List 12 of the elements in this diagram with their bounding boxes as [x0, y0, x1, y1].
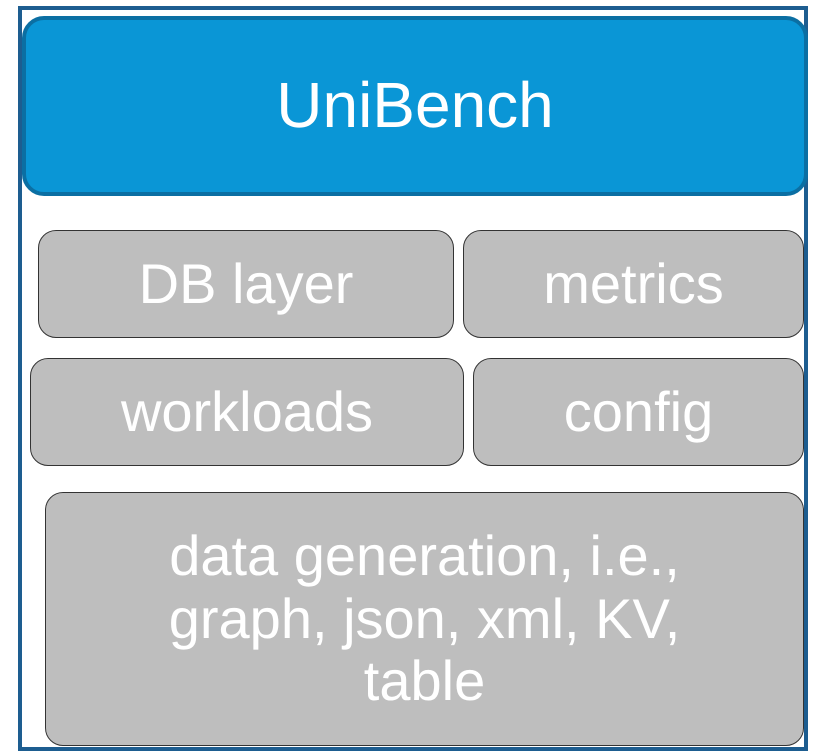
component-box	[30, 358, 464, 466]
box-label: metrics	[543, 252, 724, 316]
component-box	[38, 230, 454, 338]
component-box	[473, 358, 804, 466]
box-label: workloads	[120, 380, 374, 444]
header-box	[22, 16, 808, 196]
box-label: DB layer	[138, 252, 354, 316]
box-label: UniBench	[276, 70, 554, 142]
component-box	[463, 230, 804, 338]
box-label: data generation, i.e., graph, json, xml, KV, table	[168, 524, 682, 714]
box-label: config	[564, 380, 714, 444]
component-box	[45, 492, 804, 746]
